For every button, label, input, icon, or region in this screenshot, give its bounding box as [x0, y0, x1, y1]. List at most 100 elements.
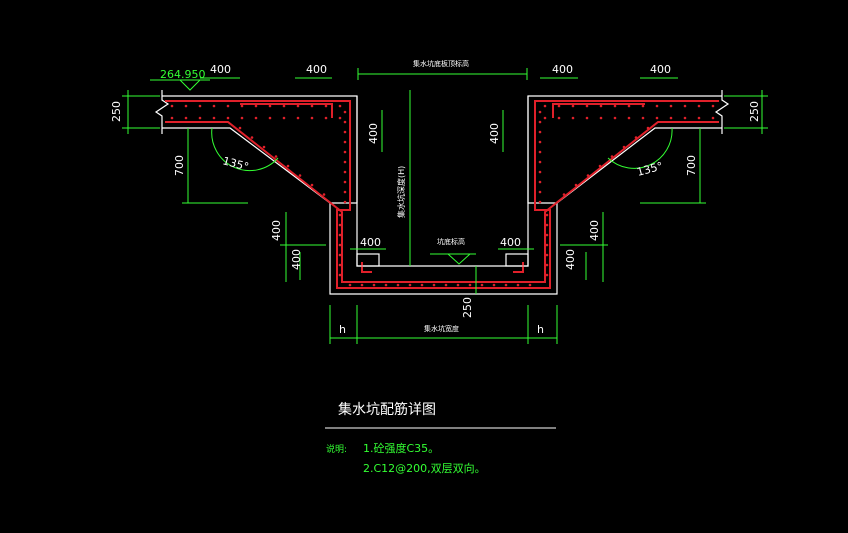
rebar-dot: [610, 155, 614, 158]
rebar-dot: [543, 116, 547, 120]
rebar-dot: [338, 213, 342, 217]
rebar-dot: [562, 193, 566, 196]
rebar-dot: [324, 116, 328, 120]
rebar-hook-left: [240, 103, 333, 118]
rebar-dot: [538, 160, 542, 164]
bottom-notch-right: [505, 253, 529, 267]
rebar-dot: [310, 104, 314, 108]
rebar-dot: [343, 150, 347, 154]
rebar-dot: [338, 273, 342, 277]
rebar-dot: [538, 130, 542, 134]
rebar-dot: [545, 213, 549, 217]
rebar-dot: [250, 136, 254, 139]
angle-arc-left: [211, 127, 279, 172]
rebar-dot: [545, 273, 549, 277]
rebar-dot: [538, 200, 542, 204]
rebar-dot: [528, 283, 532, 287]
rebar-dot: [545, 233, 549, 237]
rebar-dot: [711, 104, 715, 108]
rebar-dot: [571, 104, 575, 108]
rebar-dot: [627, 104, 631, 108]
rebar-dot: [310, 116, 314, 120]
rebar-dot: [683, 116, 687, 120]
rebar-dot: [492, 283, 496, 287]
rebar-dot: [468, 283, 472, 287]
rebar-dot: [322, 193, 326, 196]
rebar-dot: [324, 104, 328, 108]
rebar-dot: [585, 104, 589, 108]
rebar-dot: [538, 110, 542, 114]
rebar-dot: [254, 116, 258, 120]
rebar-dot: [432, 283, 436, 287]
rebar-dot: [298, 174, 302, 177]
rebar-dot: [613, 116, 617, 120]
rebar-dot: [613, 104, 617, 108]
dim-corner-left-1-label: 400: [270, 220, 283, 241]
rebar-dot: [360, 283, 364, 287]
dimension-texts: 264.950 400 400 400 400 集水坑底板顶标高 250 250…: [110, 59, 761, 336]
rebar-dot: [372, 283, 376, 287]
rebar-dot: [338, 223, 342, 227]
note-line-2: 2.C12@200,双层双向。: [363, 461, 486, 475]
rebar-dot: [634, 136, 638, 139]
rebar-dot: [627, 116, 631, 120]
rebar-bottom-left: [361, 262, 372, 273]
angle-left-label: 135°: [221, 154, 250, 173]
rebar-dot: [184, 104, 188, 108]
dim-slab-left-label: 250: [110, 101, 123, 122]
rebar-dot: [598, 164, 602, 168]
rebar-dot: [170, 116, 174, 120]
rebar-dot: [538, 120, 542, 124]
rebar-dot: [240, 104, 244, 108]
rebar-dot: [343, 190, 347, 194]
rebar-dot: [338, 104, 342, 108]
rebar-dot: [343, 120, 347, 124]
rebar-dot: [599, 116, 603, 120]
bottom-notch-left: [356, 253, 380, 267]
rebar-dot: [545, 223, 549, 227]
rebar-dot: [310, 183, 314, 187]
rebar-dot: [338, 116, 342, 120]
rebar-dot: [343, 160, 347, 164]
rebar-outer: [165, 100, 719, 289]
rebar-dot: [240, 116, 244, 120]
dim-corner-right-1-label: 400: [588, 220, 601, 241]
rebar-dot: [641, 116, 645, 120]
rebar-hook-right: [552, 103, 645, 118]
outline-outer: [162, 95, 722, 295]
rebar-dot: [538, 150, 542, 154]
outline-haunch-left: [162, 127, 331, 204]
dim-inner-right-label: 400: [500, 236, 521, 249]
rebar-dot: [262, 145, 266, 149]
dimension-lines: [122, 68, 768, 429]
rebar-dot: [646, 126, 650, 130]
dim-slab-right-label: 250: [748, 101, 761, 122]
dim-corner-right-2-label: 400: [564, 249, 577, 270]
rebar-dot: [286, 164, 290, 168]
rebar-dot: [697, 104, 701, 108]
rebar-dot: [543, 104, 547, 108]
rebar-dot: [557, 116, 561, 120]
dim-inner-left-label: 400: [360, 236, 381, 249]
rebar-dot: [516, 283, 520, 287]
angle-right-label: 135°: [635, 159, 664, 178]
rebar-dots: [170, 104, 715, 287]
rebar-dot: [343, 170, 347, 174]
rebar-inner: [165, 121, 719, 283]
dim-h-right-label: h: [537, 323, 544, 336]
dim-top-right-a-label: 400: [552, 63, 573, 76]
dim-top-left-b-label: 400: [306, 63, 327, 76]
dim-corner-left-2-label: 400: [290, 249, 303, 270]
rebar-dot: [655, 104, 659, 108]
rebar-dot: [669, 104, 673, 108]
rebar-dot: [538, 170, 542, 174]
rebar-dot: [198, 116, 202, 120]
rebar-dot: [697, 116, 701, 120]
rebar-dot: [268, 116, 272, 120]
rebar-dot: [170, 104, 174, 108]
rebar-dot: [348, 283, 352, 287]
depth-label: 集水坑深度(H): [396, 166, 406, 218]
dim-top-right-b-label: 400: [650, 63, 671, 76]
rebar-dot: [545, 253, 549, 257]
rebar-dot: [538, 180, 542, 184]
